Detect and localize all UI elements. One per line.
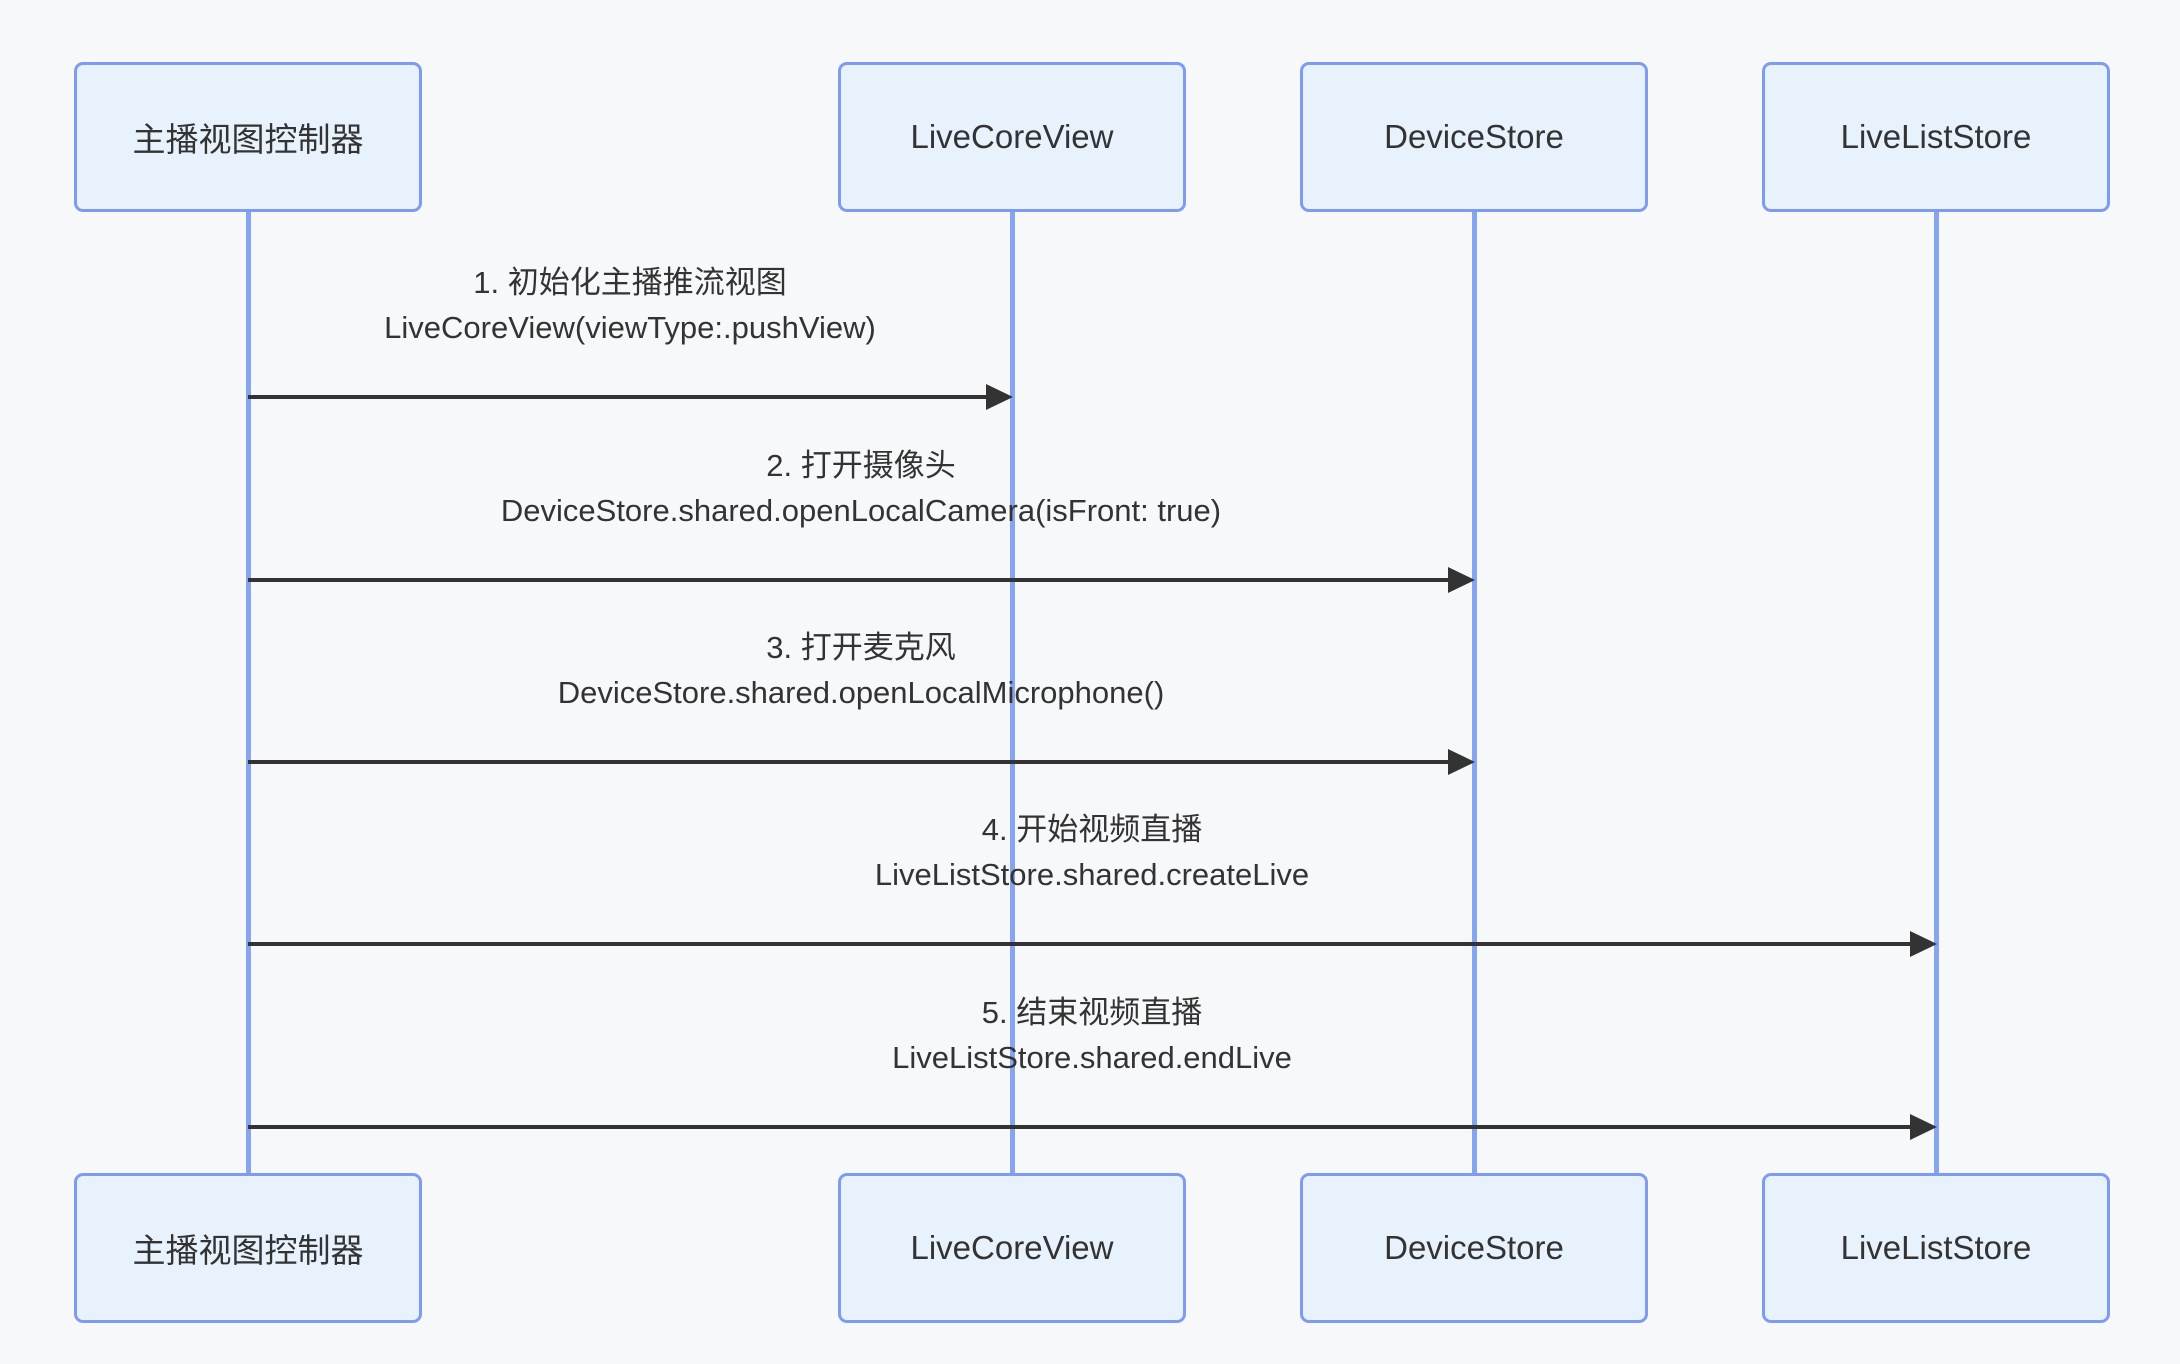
actor-bottom-live-core-view: LiveCoreView — [838, 1173, 1186, 1323]
message-2-line1: 2. 打开摄像头 — [766, 448, 956, 483]
lifeline-live-core-view — [1010, 211, 1015, 1174]
message-1-arrow — [248, 395, 988, 399]
message-1-line1: 1. 初始化主播推流视图 — [473, 265, 787, 300]
message-1-line2: LiveCoreView(viewType:.pushView) — [384, 310, 876, 345]
actor-top-live-list-store: LiveListStore — [1762, 62, 2110, 212]
message-3-line1: 3. 打开麦克风 — [766, 630, 956, 665]
message-5-line2: LiveListStore.shared.endLive — [892, 1040, 1292, 1075]
actor-bottom-device-store: DeviceStore — [1300, 1173, 1648, 1323]
lifeline-anchor-view-controller — [246, 211, 251, 1174]
actor-bottom-anchor-view-controller: 主播视图控制器 — [74, 1173, 422, 1323]
message-4-text: 4. 开始视频直播 LiveListStore.shared.createLiv… — [875, 807, 1309, 897]
message-2-arrowhead — [1448, 567, 1475, 593]
actor-label: LiveCoreView — [910, 118, 1114, 155]
message-5-arrow — [248, 1125, 1912, 1129]
lifeline-live-list-store — [1934, 211, 1939, 1174]
message-3-line2: DeviceStore.shared.openLocalMicrophone() — [557, 675, 1165, 710]
message-2-line2: DeviceStore.shared.openLocalCamera(isFro… — [500, 493, 1222, 528]
message-4-line1: 4. 开始视频直播 — [981, 812, 1203, 847]
message-3-arrow — [248, 760, 1450, 764]
actor-top-anchor-view-controller: 主播视图控制器 — [74, 62, 422, 212]
message-4-arrowhead — [1910, 931, 1937, 957]
actor-top-device-store: DeviceStore — [1300, 62, 1648, 212]
message-5-line1: 5. 结束视频直播 — [981, 995, 1203, 1030]
actor-label: LiveListStore — [1840, 1229, 2032, 1266]
message-1-arrowhead — [986, 384, 1013, 410]
message-4-line2: LiveListStore.shared.createLive — [874, 857, 1310, 892]
message-4-arrow — [248, 942, 1912, 946]
message-1-text: 1. 初始化主播推流视图 LiveCoreView(viewType:.push… — [384, 260, 876, 350]
message-5-text: 5. 结束视频直播 LiveListStore.shared.endLive — [892, 990, 1292, 1080]
message-5-arrowhead — [1910, 1114, 1937, 1140]
actor-label: 主播视图控制器 — [132, 1232, 364, 1269]
message-3-text: 3. 打开麦克风 DeviceStore.shared.openLocalMic… — [558, 625, 1165, 715]
actor-label: 主播视图控制器 — [132, 121, 364, 158]
lifeline-device-store — [1472, 211, 1477, 1174]
message-2-text: 2. 打开摄像头 DeviceStore.shared.openLocalCam… — [501, 443, 1221, 533]
actor-top-live-core-view: LiveCoreView — [838, 62, 1186, 212]
actor-label: LiveListStore — [1840, 118, 2032, 155]
actor-label: DeviceStore — [1384, 118, 1564, 155]
actor-label: DeviceStore — [1384, 1229, 1564, 1266]
message-3-arrowhead — [1448, 749, 1475, 775]
message-2-arrow — [248, 578, 1450, 582]
actor-bottom-live-list-store: LiveListStore — [1762, 1173, 2110, 1323]
actor-label: LiveCoreView — [910, 1229, 1114, 1266]
